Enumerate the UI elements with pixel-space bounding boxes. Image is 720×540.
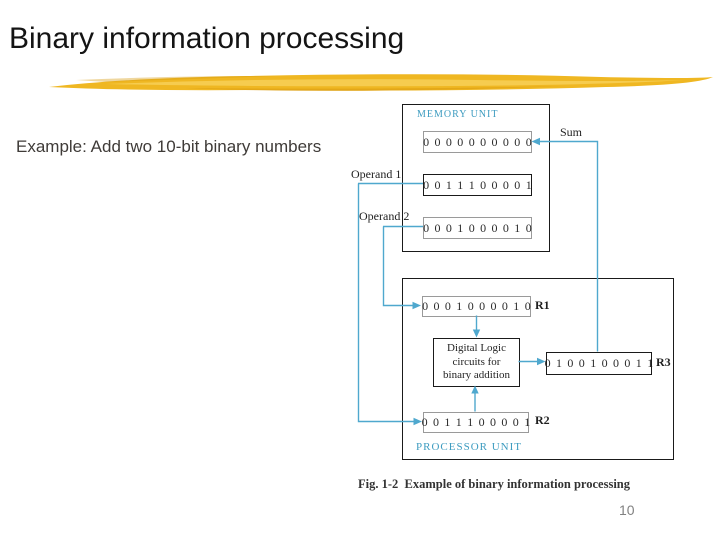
memory-unit-label: MEMORY UNIT [417,109,499,120]
slide-title: Binary information processing [9,22,405,55]
r3-register-bits: 0 1 0 0 1 0 0 0 1 1 [544,356,655,370]
sum-register-bits: 0 0 0 0 0 0 0 0 0 0 [423,134,533,149]
logic-box-line3: binary addition [443,369,510,382]
operand2-register: 0 0 0 1 0 0 0 0 1 0 [423,217,532,239]
digital-logic-box: Digital Logic circuits for binary additi… [433,338,520,387]
operand2-wire-label: Operand 2 [359,209,410,223]
brush-stroke-decoration [49,74,713,91]
r3-label: R3 [656,355,671,369]
r1-label: R1 [535,298,550,312]
operand1-wire-label: Operand 1 [351,167,402,181]
r2-label: R2 [535,413,550,427]
operand1-register: 0 0 1 1 1 0 0 0 0 1 [423,174,532,196]
page-number: 10 [619,502,635,518]
example-text: Example: Add two 10-bit binary numbers [16,137,322,156]
figure-caption: Fig. 1-2 Example of binary information p… [358,477,630,491]
operand2-register-bits: 0 0 0 1 0 0 0 0 1 0 [423,220,533,235]
sum-register: 0 0 0 0 0 0 0 0 0 0 [423,131,532,153]
r3-register: 0 1 0 0 1 0 0 0 1 1 [544,352,655,375]
r1-register-bits: 0 0 0 1 0 0 0 0 1 0 [422,299,532,313]
logic-box-line1: Digital Logic [447,342,506,355]
operand1-register-bits: 0 0 1 1 1 0 0 0 0 1 [423,177,533,192]
processor-unit-label: PROCESSOR UNIT [416,441,522,453]
r2-register-bits: 0 0 1 1 1 0 0 0 0 1 [421,415,532,429]
r1-register: 0 0 0 1 0 0 0 0 1 0 [422,296,531,317]
r2-register: 0 0 1 1 1 0 0 0 0 1 [421,412,532,433]
logic-box-line2: circuits for [452,355,501,368]
sum-wire-label: Sum [560,125,583,139]
